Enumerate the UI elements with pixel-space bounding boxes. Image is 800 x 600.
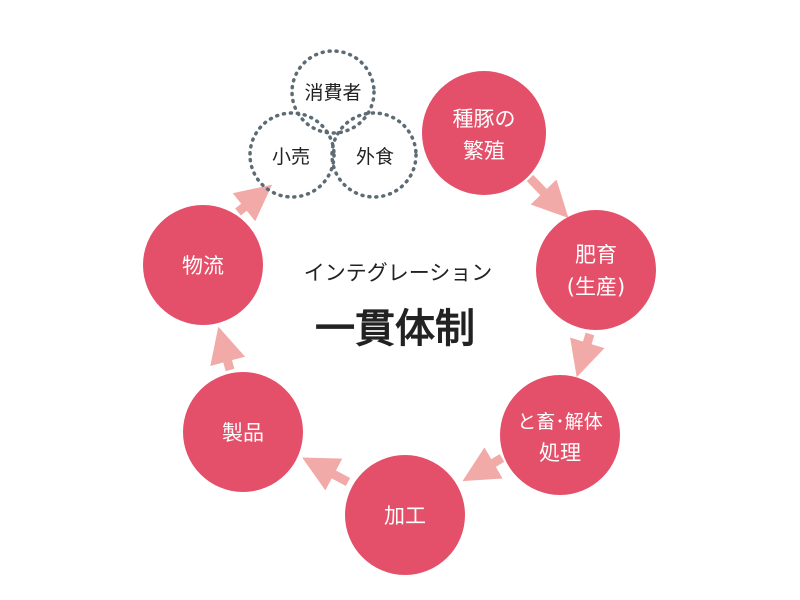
arrow-processing-to-products <box>302 457 351 491</box>
arrow-breeding-to-fattening <box>526 174 569 218</box>
stage-label: (生産) <box>567 275 625 299</box>
stage-processing <box>345 455 465 575</box>
stage-breeding <box>422 71 546 195</box>
stage-slaughter <box>500 375 620 495</box>
arrow-fattening-to-slaughter <box>570 332 605 378</box>
stage-label: 製品 <box>222 421 264 445</box>
stage-label: 処理 <box>539 441 581 465</box>
restaurant-label: 外食 <box>356 146 394 168</box>
restaurant-circle <box>330 111 418 199</box>
stage-label: と畜･解体 <box>517 411 603 433</box>
stage-products <box>183 372 303 492</box>
flow-arrows <box>210 174 605 491</box>
stage-logistics <box>143 205 263 325</box>
stage-label: 加工 <box>384 504 426 528</box>
stage-label: 繁殖 <box>463 139 505 163</box>
retail-circle <box>248 111 336 199</box>
stage-label: 物流 <box>182 254 224 278</box>
arrow-logistics-to-retail <box>232 184 273 222</box>
retail-label: 小売 <box>272 146 310 168</box>
stage-label: 肥育 <box>575 243 617 267</box>
stage-fattening <box>536 210 656 330</box>
consumer-circle <box>290 49 376 135</box>
stage-label: 種豚の <box>453 107 516 131</box>
consumer-label: 消費者 <box>304 82 361 104</box>
center-title: 一貫体制 <box>315 306 475 352</box>
center-subtitle: インテグレーション <box>304 261 493 285</box>
consumer-circles <box>248 49 418 199</box>
arrow-slaughter-to-processing <box>462 447 505 482</box>
arrow-products-to-logistics <box>210 326 246 372</box>
stage-circles <box>143 71 656 575</box>
